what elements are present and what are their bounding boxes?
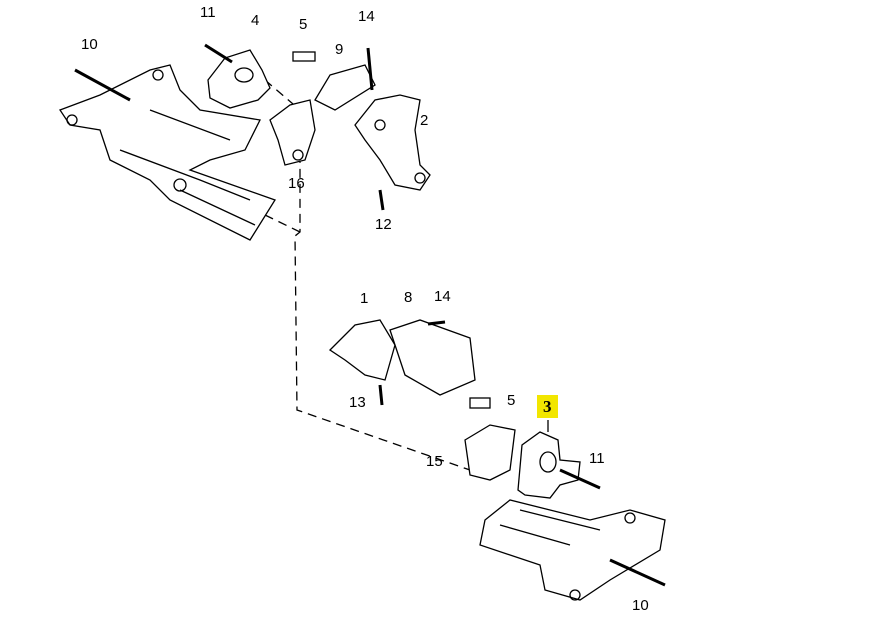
callout-3-highlighted[interactable]: 3 [537, 395, 558, 418]
callout-10: 10 [81, 36, 98, 53]
lower-bracket [328, 319, 476, 406]
callout-10: 10 [632, 597, 649, 614]
callout-5: 5 [507, 392, 516, 409]
callout-15: 15 [426, 453, 443, 470]
callout-11: 11 [589, 450, 605, 467]
callout-14: 14 [358, 8, 375, 25]
lower-subframe [479, 499, 666, 601]
upper-subframe [59, 64, 276, 241]
lower-engine-mount [517, 420, 601, 499]
transmission-bracket [354, 47, 431, 211]
callout-2: 2 [420, 112, 429, 129]
upper-engine-mount [204, 43, 271, 109]
callout-4: 4 [251, 12, 260, 29]
callout-11: 11 [200, 4, 216, 21]
callout-13: 13 [349, 394, 366, 411]
callout-5: 5 [299, 16, 308, 33]
callout-12: 12 [375, 216, 392, 233]
upper-bracket [269, 51, 316, 166]
lower-bracket-15 [464, 397, 516, 481]
callout-14: 14 [434, 288, 451, 305]
callout-16: 16 [288, 175, 305, 192]
callout-9: 9 [335, 41, 344, 58]
callout-1: 1 [360, 290, 369, 307]
heat-shield [314, 64, 376, 111]
dashed-connector-line [264, 214, 301, 233]
callout-8: 8 [404, 289, 413, 306]
